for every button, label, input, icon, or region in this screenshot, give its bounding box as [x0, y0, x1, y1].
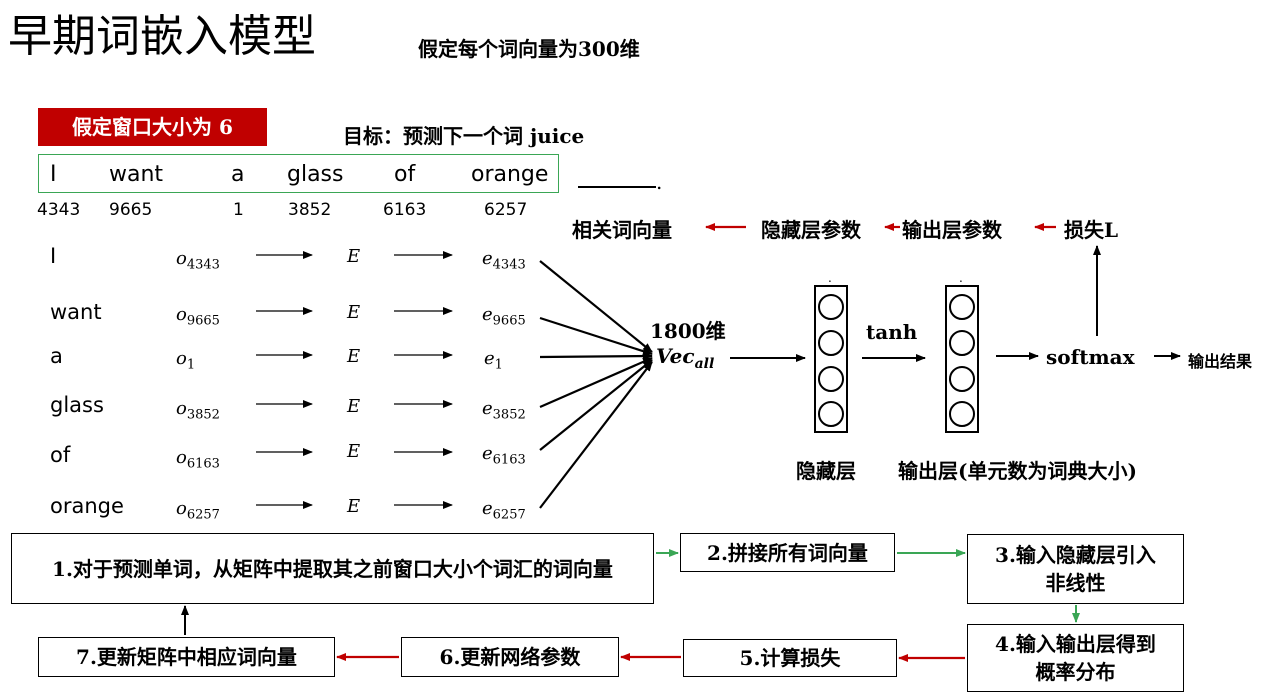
- word-index: 4343: [37, 200, 81, 220]
- embedding-vector: e4343: [482, 248, 526, 273]
- hidden-params-label: 隐藏层参数: [761, 218, 861, 242]
- onehot-vector: o9665: [176, 304, 220, 329]
- step-2-box: 2.拼接所有词向量: [680, 533, 895, 572]
- sentence-word: of: [394, 162, 416, 187]
- step-3-box: 3.输入隐藏层引入非线性: [967, 534, 1184, 604]
- output-params-label: 输出层参数: [902, 218, 1002, 242]
- row-word: glass: [50, 393, 104, 417]
- hidden-layer-neurons: [814, 285, 848, 433]
- embedding-matrix: E: [347, 441, 361, 462]
- embedding-vector: e3852: [482, 398, 526, 423]
- output-layer-label: 输出层(单元数为词典大小): [898, 459, 1137, 483]
- onehot-vector: o6257: [176, 498, 220, 523]
- goal-text: 目标：预测下一个词 juice: [343, 124, 585, 148]
- hidden-layer-label: 隐藏层: [796, 459, 856, 483]
- sentence-period: .: [656, 170, 663, 194]
- window-size-label: 假定窗口大小为 6: [38, 108, 267, 146]
- onehot-vector: o6163: [176, 447, 220, 472]
- loss-label: 损失L: [1064, 218, 1119, 242]
- embedding-matrix: E: [347, 302, 361, 323]
- embedding-vector: e9665: [482, 304, 526, 329]
- related-vectors-label: 相关词向量: [572, 218, 672, 242]
- embedding-vector: e1: [484, 348, 503, 373]
- step-7-box: 7.更新矩阵中相应词向量: [38, 637, 335, 677]
- output-result-label: 输出结果: [1188, 352, 1253, 371]
- word-index: 1: [233, 200, 244, 220]
- concat-dimension: 1800维: [650, 319, 726, 343]
- subtitle: 假定每个词向量为300维: [418, 37, 640, 61]
- sentence-word: want: [109, 162, 164, 187]
- page-title: 早期词嵌入模型: [8, 11, 316, 62]
- sentence-word: orange: [471, 162, 549, 187]
- row-word: orange: [50, 494, 124, 518]
- embedding-matrix: E: [347, 346, 361, 367]
- output-layer-neurons: [945, 285, 979, 433]
- vec-all: Vecall: [656, 344, 715, 372]
- word-index: 9665: [109, 200, 153, 220]
- embedding-matrix: E: [347, 396, 361, 417]
- row-word: I: [50, 244, 57, 268]
- sentence-word: glass: [287, 162, 344, 187]
- row-word: of: [50, 443, 71, 467]
- step-6-box: 6.更新网络参数: [401, 637, 619, 677]
- embedding-vector: e6257: [482, 498, 526, 523]
- onehot-vector: o1: [176, 348, 196, 373]
- concat-arrows: [539, 260, 653, 509]
- softmax-label: softmax: [1046, 345, 1135, 369]
- sentence-word: a: [231, 162, 245, 187]
- embedding-matrix: E: [347, 246, 361, 267]
- embedding-matrix: E: [347, 496, 361, 517]
- step-1-box: 1.对于预测单词，从矩阵中提取其之前窗口大小个词汇的词向量: [11, 533, 654, 604]
- row-arrows: [256, 251, 453, 509]
- word-index: 6257: [484, 200, 528, 220]
- output-layer-dot: .: [959, 271, 963, 285]
- step-5-box: 5.计算损失: [683, 639, 897, 677]
- embedding-vector: e6163: [482, 443, 526, 468]
- onehot-vector: o3852: [176, 398, 220, 423]
- sentence-box: [38, 154, 559, 193]
- word-index: 3852: [288, 200, 332, 220]
- onehot-vector: o4343: [176, 248, 220, 273]
- step-4-box: 4.输入输出层得到概率分布: [967, 624, 1184, 692]
- activation-label: tanh: [866, 320, 918, 344]
- hidden-layer-dot: .: [828, 271, 832, 285]
- row-word: want: [50, 300, 102, 324]
- blank-line: [578, 186, 656, 188]
- row-word: a: [50, 344, 63, 368]
- sentence-word: I: [50, 162, 57, 187]
- word-index: 6163: [383, 200, 427, 220]
